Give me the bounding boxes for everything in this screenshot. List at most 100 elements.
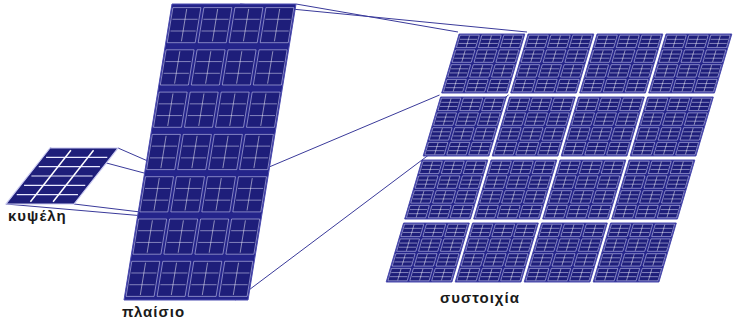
cell-body xyxy=(567,128,590,140)
cell-body xyxy=(147,134,181,169)
cell-body xyxy=(657,205,680,217)
cell-body xyxy=(601,161,624,173)
cell-busbar xyxy=(571,225,574,236)
cell-body xyxy=(654,142,677,154)
cell-body xyxy=(612,50,635,62)
cell-body xyxy=(557,161,580,173)
cell-body xyxy=(641,113,664,125)
cell-busbar xyxy=(661,225,664,236)
cell-body xyxy=(434,113,457,125)
cell-busbar xyxy=(547,143,550,154)
cell-body xyxy=(226,219,260,254)
cell-busbar xyxy=(168,94,173,126)
cell-busbar xyxy=(631,254,634,265)
cell-busbar xyxy=(212,9,217,41)
cell-body xyxy=(178,134,212,169)
cell-busbar xyxy=(465,113,468,124)
cell-busbar xyxy=(457,143,460,154)
cell-busbar xyxy=(654,176,657,187)
cell-busbar xyxy=(655,99,658,110)
cell-busbar xyxy=(511,191,514,202)
panel-frame xyxy=(649,34,732,93)
cell-body xyxy=(436,254,459,266)
cell-body xyxy=(164,219,198,254)
cell-busbar xyxy=(510,36,513,47)
cell-body xyxy=(6,148,118,204)
cell-busbar xyxy=(608,99,611,110)
cell-busbar xyxy=(653,254,656,265)
cell-body xyxy=(443,79,466,91)
cell-body xyxy=(423,224,446,236)
panel-frame xyxy=(492,97,575,156)
cell-body xyxy=(222,50,256,85)
cell-body xyxy=(685,35,708,47)
cell-busbar xyxy=(575,50,578,61)
cell-busbar xyxy=(420,269,423,280)
cell-busbar xyxy=(644,50,647,61)
cell-busbar xyxy=(454,225,457,236)
cell-body xyxy=(548,268,571,280)
cell-body xyxy=(546,113,569,125)
cell-busbar xyxy=(558,269,561,280)
cell-busbar xyxy=(667,206,670,217)
cell-busbar xyxy=(691,50,694,61)
cell-body xyxy=(595,268,618,280)
cell-busbar xyxy=(517,99,520,110)
leader-line xyxy=(296,4,458,32)
cell-body xyxy=(202,177,236,212)
cell-busbar xyxy=(658,162,661,173)
cell-body xyxy=(611,128,634,140)
cell-body xyxy=(233,177,267,212)
cell-busbar xyxy=(199,94,204,126)
cell-busbar xyxy=(470,99,473,110)
cell-busbar xyxy=(240,220,245,252)
cell-body xyxy=(459,176,482,188)
cell-busbar xyxy=(261,94,266,126)
cell-busbar xyxy=(435,143,438,154)
cell-body xyxy=(447,142,470,154)
cell-busbar xyxy=(223,136,228,168)
cell-busbar xyxy=(645,206,648,217)
cell-body xyxy=(432,268,455,280)
cell-body xyxy=(195,219,229,254)
cell-busbar xyxy=(527,65,530,76)
cell-busbar xyxy=(471,254,474,265)
cell-busbar xyxy=(433,225,436,236)
panel-frame xyxy=(561,97,644,156)
cell-busbar xyxy=(475,80,478,91)
cell-body xyxy=(505,254,528,266)
cell-body xyxy=(681,50,704,62)
panel-frame xyxy=(543,160,626,219)
cell-body xyxy=(445,224,468,236)
part-label: πλαίσιο xyxy=(122,303,185,321)
cell-body xyxy=(617,268,640,280)
cell-busbar xyxy=(484,50,487,61)
cell-busbar xyxy=(473,162,476,173)
cell-body xyxy=(460,98,483,110)
cell-busbar xyxy=(626,36,629,47)
cell-busbar xyxy=(154,178,159,210)
cell-body xyxy=(680,128,703,140)
cell-busbar xyxy=(635,239,638,250)
cell-busbar xyxy=(628,191,631,202)
cell-body xyxy=(512,79,535,91)
cell-busbar xyxy=(676,176,679,187)
cell-body xyxy=(503,113,526,125)
cell-busbar xyxy=(209,220,214,252)
cell-body xyxy=(534,79,557,91)
cell-busbar xyxy=(585,176,588,187)
cell-body xyxy=(474,50,497,62)
cell-busbar xyxy=(672,113,675,124)
cell-body xyxy=(615,113,638,125)
cell-body xyxy=(461,254,484,266)
cell-busbar xyxy=(507,206,510,217)
cell-busbar xyxy=(483,128,486,139)
cell-body xyxy=(594,113,617,125)
cell-busbar xyxy=(206,51,211,83)
cell-body xyxy=(253,50,287,85)
cell-body xyxy=(638,35,661,47)
cell-busbar xyxy=(665,65,668,76)
cell-body xyxy=(479,268,502,280)
cell-busbar xyxy=(216,178,221,210)
cell-body xyxy=(552,254,575,266)
